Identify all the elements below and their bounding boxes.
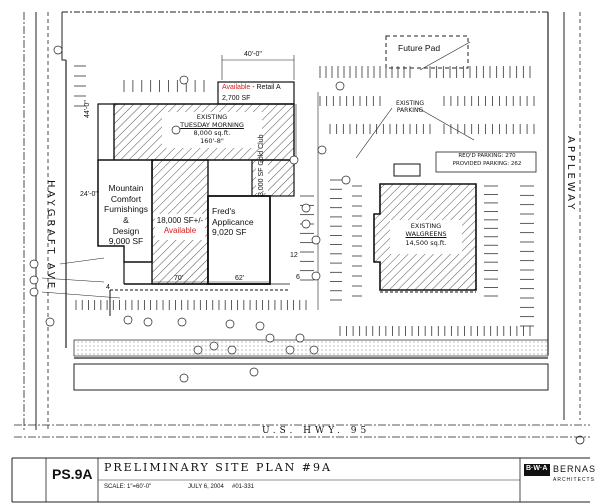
dim-12: 12 [290,252,298,259]
reqd-parking: REQ'D PARKING: 270 [458,153,516,159]
shopping-center-building [97,81,295,316]
firm-logo: B·W·A [526,465,548,472]
sheet-scale: SCALE: 1"=60'-0" [104,484,152,490]
parking-stalls-left [74,65,314,310]
freds-outline [207,195,271,285]
sheet-number: PS.9A [52,466,93,482]
future-pad-label: Future Pad [398,43,441,53]
mountain-comfort-line-3: Furnishings [104,204,148,215]
middle-space-label: 18,000 SF+/- Available [155,216,205,237]
tuesday-morning-label: EXISTING TUESDAY MORNING 8,000 sq.ft. 16… [162,113,262,146]
retail-a-available: Available [222,84,251,91]
tuesday-existing: EXISTING [196,113,228,121]
dim-40: 40'-0" [244,51,262,58]
parking-note: REQ'D PARKING: 270 PROVIDED PARKING: 262 [438,153,536,169]
retail-a-label: Available - Retail A [222,84,281,92]
tuesday-dimension: 160'-8" [200,137,224,146]
dim-70: 70' [174,275,184,282]
dim-6: 6 [296,274,300,281]
gold-club-label: 3,000 SF Gold Club [258,134,265,196]
middle-space-size: 18,000 SF+/- [156,216,204,225]
freds-line-3: 9,020 SF [212,227,247,238]
walgreens-existing: EXISTING [410,222,442,230]
leader-lines [41,41,475,299]
keynote-markers [29,45,351,383]
appleway-label: APPLEWAY [565,136,576,213]
firm-subtitle: ARCHITECTS [553,477,595,483]
haygraft-ave-label: HAYGRAFT AVE [45,180,56,292]
retail-a-name: - Retail A [250,84,281,91]
retail-a-size: 2,700 SF [222,95,251,102]
site-boundary [61,11,549,359]
title-block: PS.9A PRELIMINARY SITE PLAN #9A SCALE: 1… [0,452,602,503]
existing-parking-line-2: PARKING [396,107,424,115]
title-block-frame [11,457,590,503]
middle-space-available: Available [163,226,197,236]
dim-24: 24'-0" [80,191,98,198]
existing-parking-line-1: EXISTING [395,100,425,107]
light-pole-icon [575,435,585,445]
tuesday-size: 8,000 sq.ft. [193,129,231,138]
haygraft-ave-street [23,12,49,430]
mountain-comfort-line-1: Mountain [108,183,144,193]
mountain-comfort-line-6: 9,000 SF [108,236,144,247]
dim-4: 4 [106,284,110,291]
parking-note-box [435,151,537,173]
freds-line-2: Applicance [212,216,254,227]
tuesday-name: TUESDAY MORNING [180,121,244,130]
sheet-title: PRELIMINARY SITE PLAN #9A [104,461,332,474]
dim-62: 62' [235,275,245,282]
walgreens-label: EXISTING WALGREENS 14,500 sq.ft. [390,222,462,247]
sheet-job: #01-331 [232,484,255,490]
future-pad-outline [385,35,469,69]
sheet-date: JULY 6, 2004 [188,484,224,490]
mountain-comfort-line-5: Design [112,225,140,236]
dim-44: 44'-0" [84,100,91,118]
parking-stalls-right [319,66,535,336]
firm-name: BERNAS [553,464,597,474]
hwy-95-street [14,363,590,438]
mountain-comfort-line-4: & [123,214,129,225]
appleway-street [563,12,581,420]
provided-parking: PROVIDED PARKING: 262 [452,160,522,167]
walgreens-building [373,163,477,293]
walgreens-size: 14,500 sq.ft. [405,238,447,247]
walgreens-name: WALGREENS [405,230,447,239]
existing-parking-label: EXISTING PARKING [380,100,440,114]
mountain-comfort-line-2: Comfort [110,193,142,204]
freds-line-1: Fred's [212,206,236,216]
hwy-95-label: U.S. HWY. 95 [262,426,371,436]
